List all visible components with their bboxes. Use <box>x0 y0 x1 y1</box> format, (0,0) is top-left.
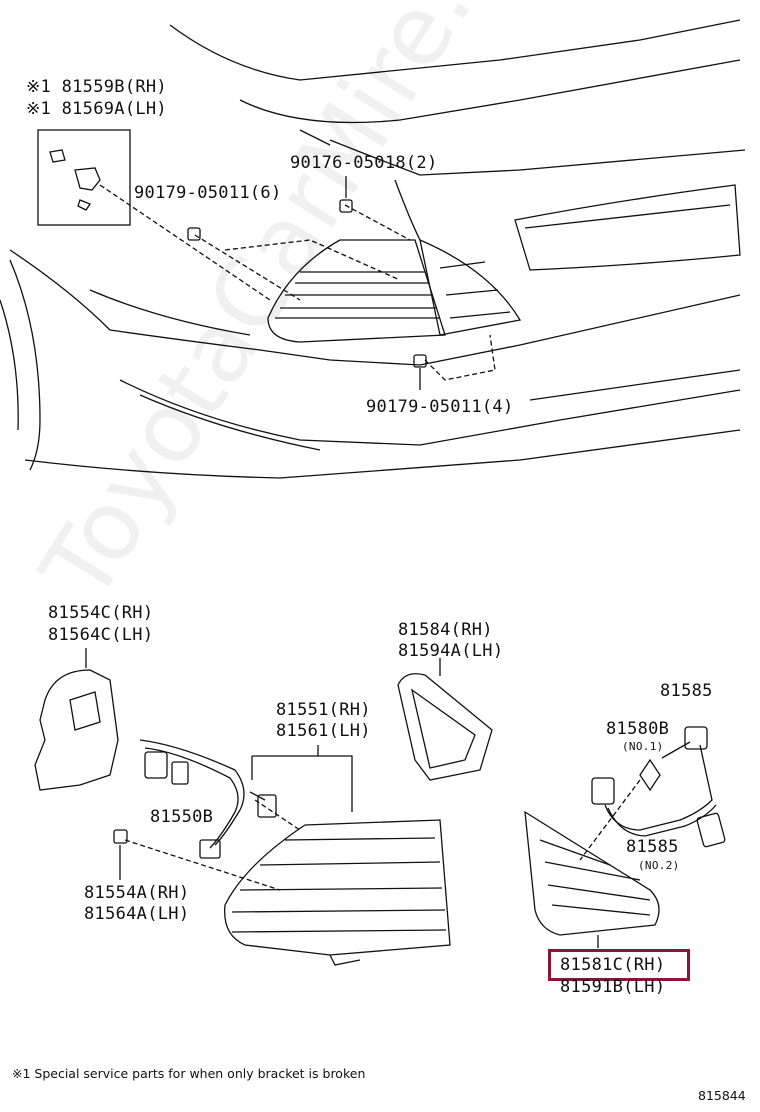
label-no2: (NO.2) <box>638 859 680 872</box>
label-gasket-lh: 81594A(LH) <box>398 641 504 661</box>
label-cover-rh: 81554C(RH) <box>48 603 154 623</box>
label-bulb-81585-mid: 81585 <box>626 837 679 857</box>
wiring-harness-left <box>139 739 277 859</box>
label-nut-rh: 81554A(RH) <box>84 883 190 903</box>
top-leader-lines <box>99 184 496 381</box>
label-bracket-lh: ※1 81569A(LH) <box>26 99 167 119</box>
bracket-inset-box <box>37 129 131 226</box>
label-cover-lh: 81564C(LH) <box>48 625 154 645</box>
label-socket-81580b: 81580B <box>606 719 670 739</box>
label-bracket-rh: ※1 81559B(RH) <box>26 77 167 97</box>
wiring-harness-right <box>591 726 726 848</box>
tail-lamp-installed <box>267 238 522 343</box>
label-clip-90176: 90176-05018(2) <box>290 153 438 173</box>
lamp-leader-dashed <box>124 799 301 891</box>
label-gasket-rh: 81584(RH) <box>398 620 493 640</box>
car-body-outline <box>0 19 746 479</box>
label-bulb-81585-top: 81585 <box>660 681 713 701</box>
top-small-parts <box>187 176 427 390</box>
nut-part <box>113 829 128 880</box>
footnote: ※1 Special service parts for when only b… <box>12 1066 366 1081</box>
gasket-part <box>397 658 493 781</box>
inner-lamp-unit <box>524 810 660 948</box>
label-inner-lamp-lh: 81591B(LH) <box>560 977 666 997</box>
label-lamp-lh: 81561(LH) <box>276 721 371 741</box>
label-nut-90179-top: 90179-05011(6) <box>134 183 282 203</box>
lamp-bracket-lines <box>251 745 353 812</box>
label-inner-lamp-rh[interactable]: 81581C(RH) <box>560 955 666 975</box>
inner-leader-dashed <box>579 779 641 861</box>
label-no1: (NO.1) <box>622 740 664 753</box>
label-nut-lh: 81564A(LH) <box>84 904 190 924</box>
lamp-cover-part <box>34 648 119 791</box>
label-nut-90179-bottom: 90179-05011(4) <box>366 397 514 417</box>
highlight-box <box>548 949 690 981</box>
label-lamp-rh: 81551(RH) <box>276 700 371 720</box>
figure-id: 815844 <box>698 1088 746 1103</box>
tail-lamp-unit <box>224 819 451 966</box>
label-socket-81550b: 81550B <box>150 807 214 827</box>
